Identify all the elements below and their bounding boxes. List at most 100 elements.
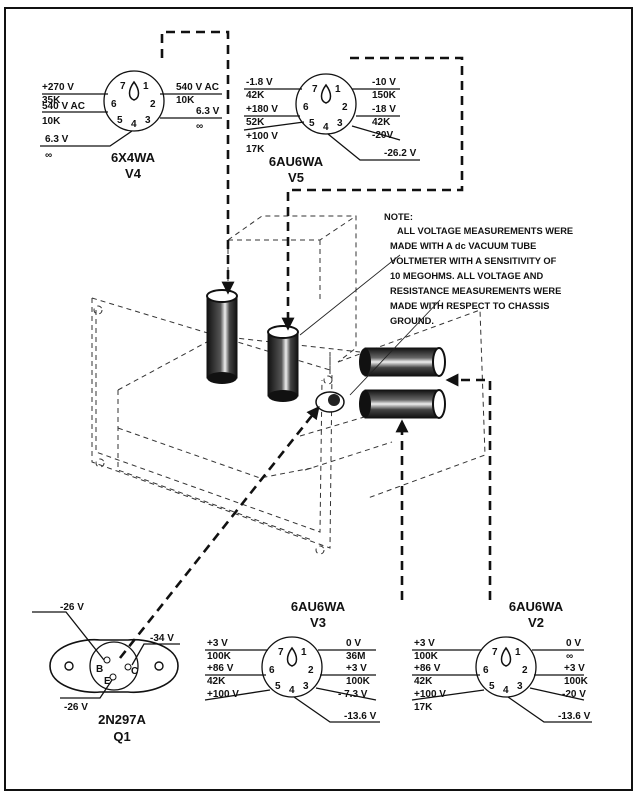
v2-pin5-voltage: +100 V	[414, 689, 446, 700]
socket-v3: 7 1 6 2 5 4 3 +3 V 100K +86 V 42K +100 V…	[204, 599, 380, 723]
pin-4: 4	[323, 122, 329, 133]
pin-1: 1	[335, 84, 341, 95]
v4-pin2-resistance: 10K	[176, 95, 195, 106]
q1-base-pin: B	[96, 664, 103, 675]
v2-pin6-voltage: +86 V	[414, 663, 441, 674]
v2-pin2-voltage: +3 V	[564, 663, 585, 674]
v3-tube-type: 6AU6WA	[291, 599, 346, 614]
v5-pin6-voltage: +180 V	[246, 104, 278, 115]
v5-pin1-voltage: -10 V	[372, 77, 396, 88]
v2-pin2-resistance: 100K	[564, 676, 589, 687]
q1-collector-pin: C	[131, 666, 138, 677]
pin-4: 4	[289, 685, 295, 696]
pin-3: 3	[517, 681, 523, 692]
note-line: 10 MEGOHMS. ALL VOLTAGE AND	[390, 271, 544, 281]
pin-4: 4	[503, 685, 509, 696]
socket-v5: 7 1 6 2 5 4 3 -1.8 V 42K +180 V 52K +100…	[243, 73, 420, 185]
v4-pin3-voltage: 6.3 V	[196, 106, 220, 117]
q1-base-voltage: -26 V	[60, 602, 84, 613]
pin-7: 7	[492, 647, 498, 658]
pin-6: 6	[303, 102, 309, 113]
v3-pin6-voltage: +86 V	[207, 663, 234, 674]
chassis-drawing	[91, 215, 486, 555]
v5-pin2-resistance: 42K	[372, 117, 391, 128]
v4-pin4-resistance: ∞	[45, 150, 52, 161]
note-heading: NOTE:	[384, 212, 413, 222]
v3-pin2-resistance: 100K	[346, 676, 371, 687]
note-leader	[349, 299, 441, 396]
note-line: GROUND.	[390, 316, 434, 326]
v2-pin1-resistance: ∞	[566, 651, 573, 662]
v4-reference: V4	[125, 166, 142, 181]
note-leader	[299, 254, 401, 336]
pin-2: 2	[522, 665, 528, 676]
pin-7: 7	[278, 647, 284, 658]
note-line: MADE WITH A dc VACUUM TUBE	[390, 241, 536, 251]
v3-pin7-resistance: 100K	[207, 651, 232, 662]
tube-shield-v5	[267, 325, 299, 402]
v4-pin7-resistance: 35K	[42, 95, 61, 106]
v5-pin6-resistance: 52K	[246, 117, 265, 128]
pin-6: 6	[483, 665, 489, 676]
q1-type: 2N297A	[98, 712, 146, 727]
v5-pin5-resistance: 17K	[246, 144, 265, 155]
q1-emitter-pin: E	[104, 676, 111, 687]
socket-v4: 7 1 6 2 5 4 3 +270 V 35K 540 V AC 10K 54…	[40, 70, 222, 181]
pin-6: 6	[111, 99, 117, 110]
pin-1: 1	[143, 81, 149, 92]
note-line: RESISTANCE MEASUREMENTS WERE	[390, 286, 561, 296]
pin-3: 3	[145, 115, 151, 126]
pin-7: 7	[312, 84, 318, 95]
v5-pin3-voltage: -20V	[372, 130, 393, 141]
v2-tube-type: 6AU6WA	[509, 599, 564, 614]
measurement-note: NOTE: ALL VOLTAGE MEASUREMENTS WERE MADE…	[384, 212, 573, 326]
v3-pin5-voltage: +100 V	[207, 689, 239, 700]
v5-pin7-resistance: 42K	[246, 90, 265, 101]
note-line: VOLTMETER WITH A SENSITIVITY OF	[390, 256, 557, 266]
v2-reference: V2	[528, 615, 544, 630]
pin-5: 5	[275, 681, 281, 692]
pin-4: 4	[131, 119, 137, 130]
v3-pin7-voltage: +3 V	[207, 638, 228, 649]
tube-shield-v2	[359, 347, 446, 377]
v2-pin7-resistance: 100K	[414, 651, 439, 662]
v3-reference: V3	[310, 615, 326, 630]
v5-pin2-voltage: -18 V	[372, 104, 396, 115]
transistor-mount	[315, 391, 345, 413]
pin-6: 6	[269, 665, 275, 676]
q1-emitter-voltage: -26 V	[64, 702, 88, 713]
v2-pin1-voltage: 0 V	[566, 638, 581, 649]
pin-1: 1	[515, 647, 521, 658]
v5-tube-type: 6AU6WA	[269, 154, 324, 169]
v3-pin3-voltage: - 7.3 V	[338, 689, 368, 700]
v2-pin4-voltage: -13.6 V	[558, 711, 591, 722]
page-border	[4, 7, 633, 791]
pin-5: 5	[489, 681, 495, 692]
note-line: ALL VOLTAGE MEASUREMENTS WERE	[397, 226, 573, 236]
v4-pin6-voltage: 540 V AC	[42, 101, 85, 112]
v3-pin4-voltage: -13.6 V	[344, 711, 377, 722]
transistor-q1: B E C -26 V -34 V -26 V 2N297A Q1	[32, 602, 180, 744]
v3-pin1-voltage: 0 V	[346, 638, 361, 649]
v4-tube-type: 6X4WA	[111, 150, 156, 165]
pin-2: 2	[308, 665, 314, 676]
v2-pin3-voltage: -20 V	[562, 689, 586, 700]
tube-shield-v3	[359, 389, 446, 419]
v4-pin2-voltage: 540 V AC	[176, 82, 219, 93]
note-line: MADE WITH RESPECT TO CHASSIS	[390, 301, 549, 311]
v3-pin6-resistance: 42K	[207, 676, 226, 687]
pin-5: 5	[117, 115, 123, 126]
v4-pin4-voltage: 6.3 V	[45, 134, 69, 145]
pin-1: 1	[301, 647, 307, 658]
v5-pin5-voltage: +100 V	[246, 131, 278, 142]
v4-pin3-resistance: ∞	[196, 121, 203, 132]
v5-pin4-voltage: -26.2 V	[384, 148, 417, 159]
pin-3: 3	[337, 118, 343, 129]
v2-pin6-resistance: 42K	[414, 676, 433, 687]
pin-7: 7	[120, 81, 126, 92]
connection-arrows	[118, 30, 492, 659]
q1-collector-voltage: -34 V	[150, 633, 174, 644]
v5-pin1-resistance: 150K	[372, 90, 397, 101]
pin-2: 2	[150, 99, 156, 110]
pin-5: 5	[309, 118, 315, 129]
